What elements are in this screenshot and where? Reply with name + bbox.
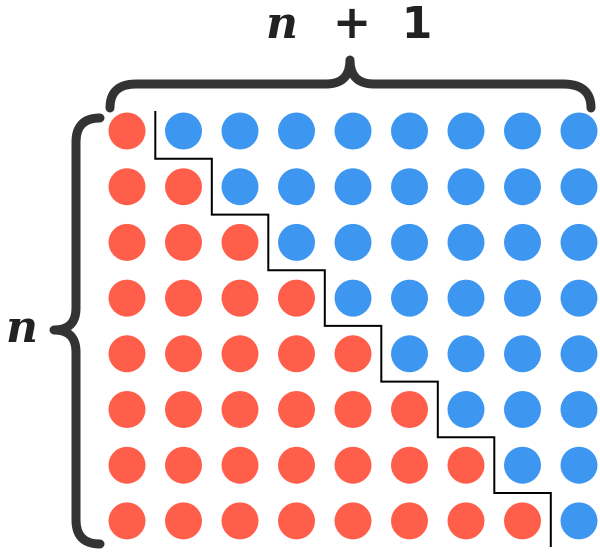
- blue-dot: [560, 502, 598, 540]
- blue-dot: [391, 112, 428, 150]
- top-label-one: 1: [402, 0, 433, 49]
- blue-dot: [334, 168, 372, 206]
- red-dot: [165, 502, 202, 540]
- left-label-n: n: [6, 302, 38, 353]
- red-dot: [165, 391, 202, 428]
- red-dot: [108, 335, 146, 373]
- blue-dot: [278, 223, 315, 261]
- blue-dot: [504, 335, 541, 373]
- blue-dot: [278, 168, 315, 206]
- red-dot: [221, 391, 259, 428]
- blue-dot: [278, 112, 315, 150]
- red-dot: [108, 223, 146, 261]
- red-dot: [165, 335, 202, 373]
- red-dot: [504, 502, 541, 540]
- red-dot: [221, 446, 259, 484]
- red-dot: [165, 279, 202, 317]
- blue-dot: [391, 335, 428, 373]
- red-dot: [221, 279, 259, 317]
- blue-dot: [504, 279, 541, 317]
- staircase-line: [154, 111, 552, 547]
- blue-dot: [504, 391, 541, 428]
- red-dot: [278, 446, 315, 484]
- red-dot: [391, 391, 428, 428]
- red-dot: [278, 391, 315, 428]
- top-brace: [105, 55, 596, 113]
- red-dot: [108, 446, 146, 484]
- blue-dot: [560, 223, 598, 261]
- blue-dot: [221, 168, 259, 206]
- blue-dot: [334, 223, 372, 261]
- blue-dot: [560, 446, 598, 484]
- red-dot: [221, 502, 259, 540]
- red-dot: [165, 223, 202, 261]
- blue-dot: [504, 446, 541, 484]
- red-dot: [334, 446, 372, 484]
- red-dot: [334, 391, 372, 428]
- top-label-plus: +: [333, 0, 372, 49]
- red-dot: [165, 446, 202, 484]
- red-dot: [221, 335, 259, 373]
- blue-dot: [560, 335, 598, 373]
- left-brace: [49, 113, 105, 549]
- red-dot: [108, 391, 146, 428]
- red-dot: [391, 502, 428, 540]
- blue-dot: [560, 168, 598, 206]
- blue-dot: [391, 223, 428, 261]
- red-dot: [108, 279, 146, 317]
- red-dot: [108, 168, 146, 206]
- blue-dot: [447, 335, 485, 373]
- red-dot: [221, 223, 259, 261]
- blue-dot: [447, 223, 485, 261]
- blue-dot: [560, 112, 598, 150]
- red-dot: [278, 502, 315, 540]
- blue-dot: [504, 223, 541, 261]
- blue-dot: [221, 112, 259, 150]
- blue-dot: [447, 391, 485, 428]
- blue-dot: [560, 279, 598, 317]
- blue-dot: [334, 112, 372, 150]
- red-dot: [447, 502, 485, 540]
- dot-grid: [108, 112, 598, 540]
- red-dot: [447, 446, 485, 484]
- blue-dot: [447, 168, 485, 206]
- red-dot: [391, 446, 428, 484]
- top-label-n: n: [266, 0, 298, 49]
- blue-dot: [391, 168, 428, 206]
- blue-dot: [447, 279, 485, 317]
- red-dot: [334, 335, 372, 373]
- blue-dot: [391, 279, 428, 317]
- blue-dot: [560, 391, 598, 428]
- blue-dot: [447, 112, 485, 150]
- red-dot: [108, 502, 146, 540]
- blue-dot: [334, 279, 372, 317]
- blue-dot: [165, 112, 202, 150]
- red-dot: [108, 112, 146, 150]
- red-dot: [334, 502, 372, 540]
- blue-dot: [504, 168, 541, 206]
- red-dot: [278, 335, 315, 373]
- red-dot: [278, 279, 315, 317]
- blue-dot: [504, 112, 541, 150]
- red-dot: [165, 168, 202, 206]
